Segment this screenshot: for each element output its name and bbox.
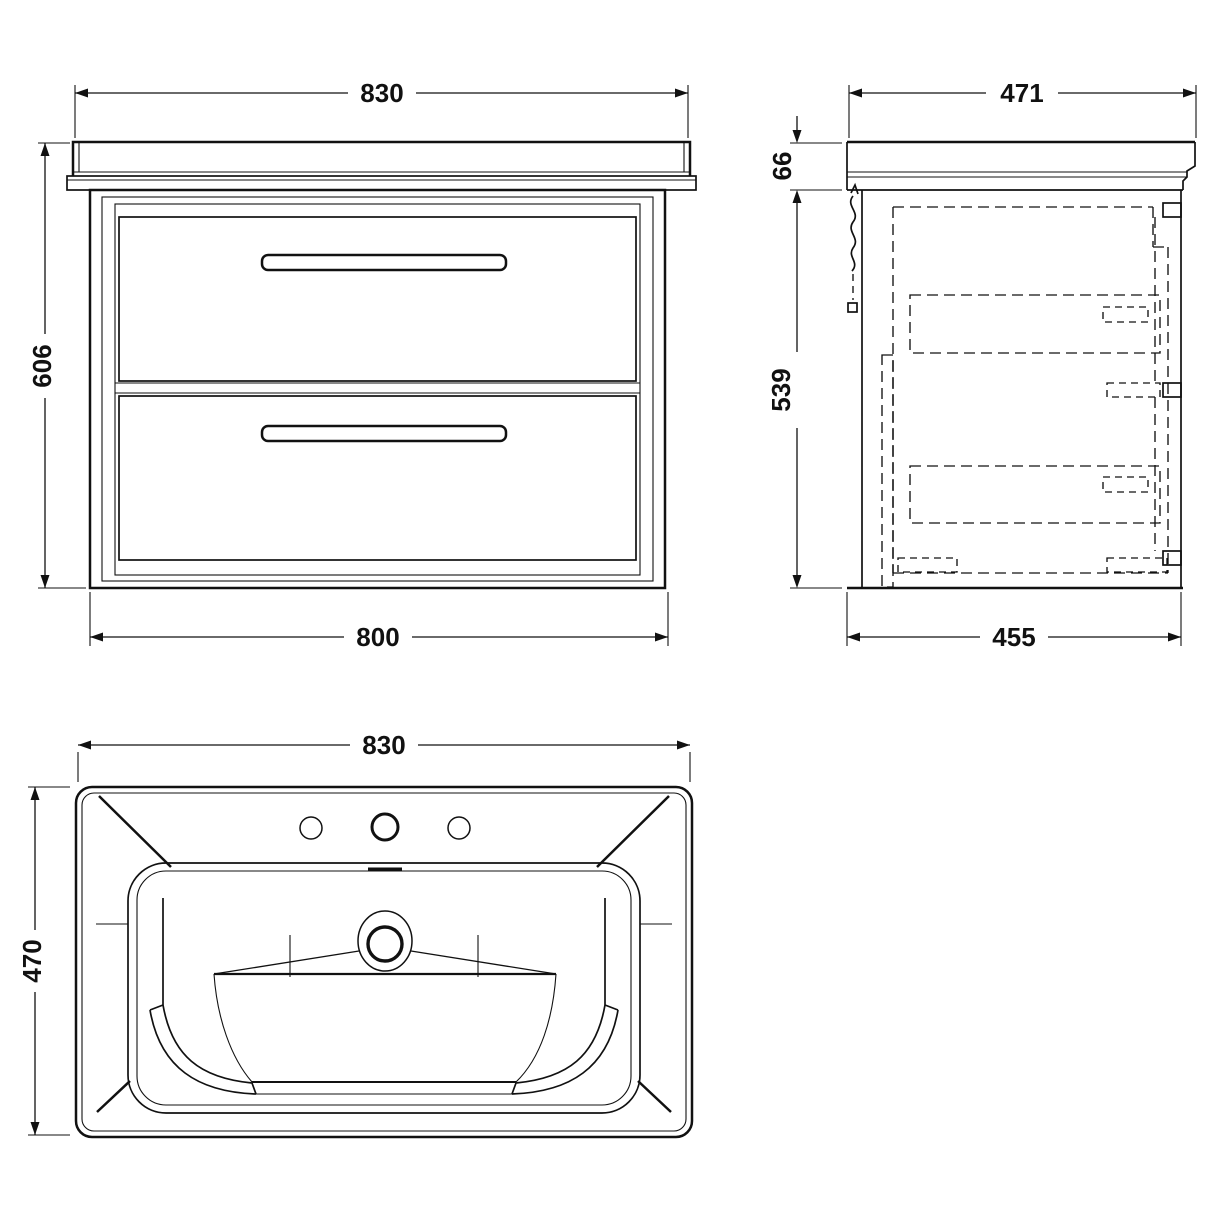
side-dim-basin-height: 66: [767, 116, 842, 589]
side-wall-bracket-sketch: [847, 182, 859, 313]
side-dim-depth-bottom: 455: [846, 592, 1182, 652]
front-dim-width-bottom: 800: [89, 592, 669, 652]
plan-bowl-rim: [96, 862, 672, 1114]
side-drawer-runner-2: [1106, 382, 1161, 398]
front-dim-height-left: 606: [27, 142, 86, 589]
front-counter-top: [66, 140, 697, 191]
side-dim-basin-height-label: 66: [767, 152, 797, 181]
plan-tap-hole-center: [370, 812, 400, 842]
side-hidden-detail: [881, 206, 1169, 588]
plan-bowl-interior: [149, 898, 619, 1095]
plan-dim-width-top: 830: [77, 730, 691, 782]
front-dim-height-left-label: 606: [27, 344, 57, 387]
plan-drain-hole: [366, 925, 404, 963]
side-dim-depth-top: 471: [848, 78, 1197, 138]
front-drawer-1: [118, 216, 637, 382]
front-dim-width-top-label: 830: [360, 78, 403, 108]
side-cabinet: [847, 190, 1183, 590]
front-dim-width-top: 830: [74, 78, 689, 138]
front-drawer-2: [118, 395, 637, 561]
plan-basin-outline: [74, 785, 694, 1139]
side-dim-depth-bottom-label: 455: [992, 622, 1035, 652]
plan-view: 830 470: [17, 730, 694, 1139]
side-counter-top: [846, 140, 1196, 191]
plan-dim-depth-left-label: 470: [17, 939, 47, 982]
plan-dim-depth-left: 470: [17, 786, 70, 1136]
side-drawer-runner-3: [1102, 476, 1149, 493]
front-cabinet: [88, 188, 667, 590]
side-view: 471 66 539 455: [766, 78, 1197, 652]
front-drawer-2-handle: [260, 424, 508, 443]
front-dim-width-bottom-label: 800: [356, 622, 399, 652]
side-dim-cabinet-height-label: 539: [766, 368, 796, 411]
plan-drain-outer-ring: [357, 910, 413, 972]
plan-tap-hole-left: [299, 816, 323, 840]
plan-tap-holes: [299, 812, 471, 842]
side-dim-cabinet-height: 539: [766, 203, 802, 588]
plan-drain: [357, 910, 413, 972]
front-drawer-1-handle: [260, 253, 508, 272]
side-dim-depth-top-label: 471: [1000, 78, 1043, 108]
side-drawer-runner-1: [1102, 306, 1149, 323]
front-view: 830 606 800: [27, 78, 697, 652]
plan-dim-width-top-label: 830: [362, 730, 405, 760]
side-back-panel: [881, 354, 894, 588]
plan-tap-hole-right: [447, 816, 471, 840]
